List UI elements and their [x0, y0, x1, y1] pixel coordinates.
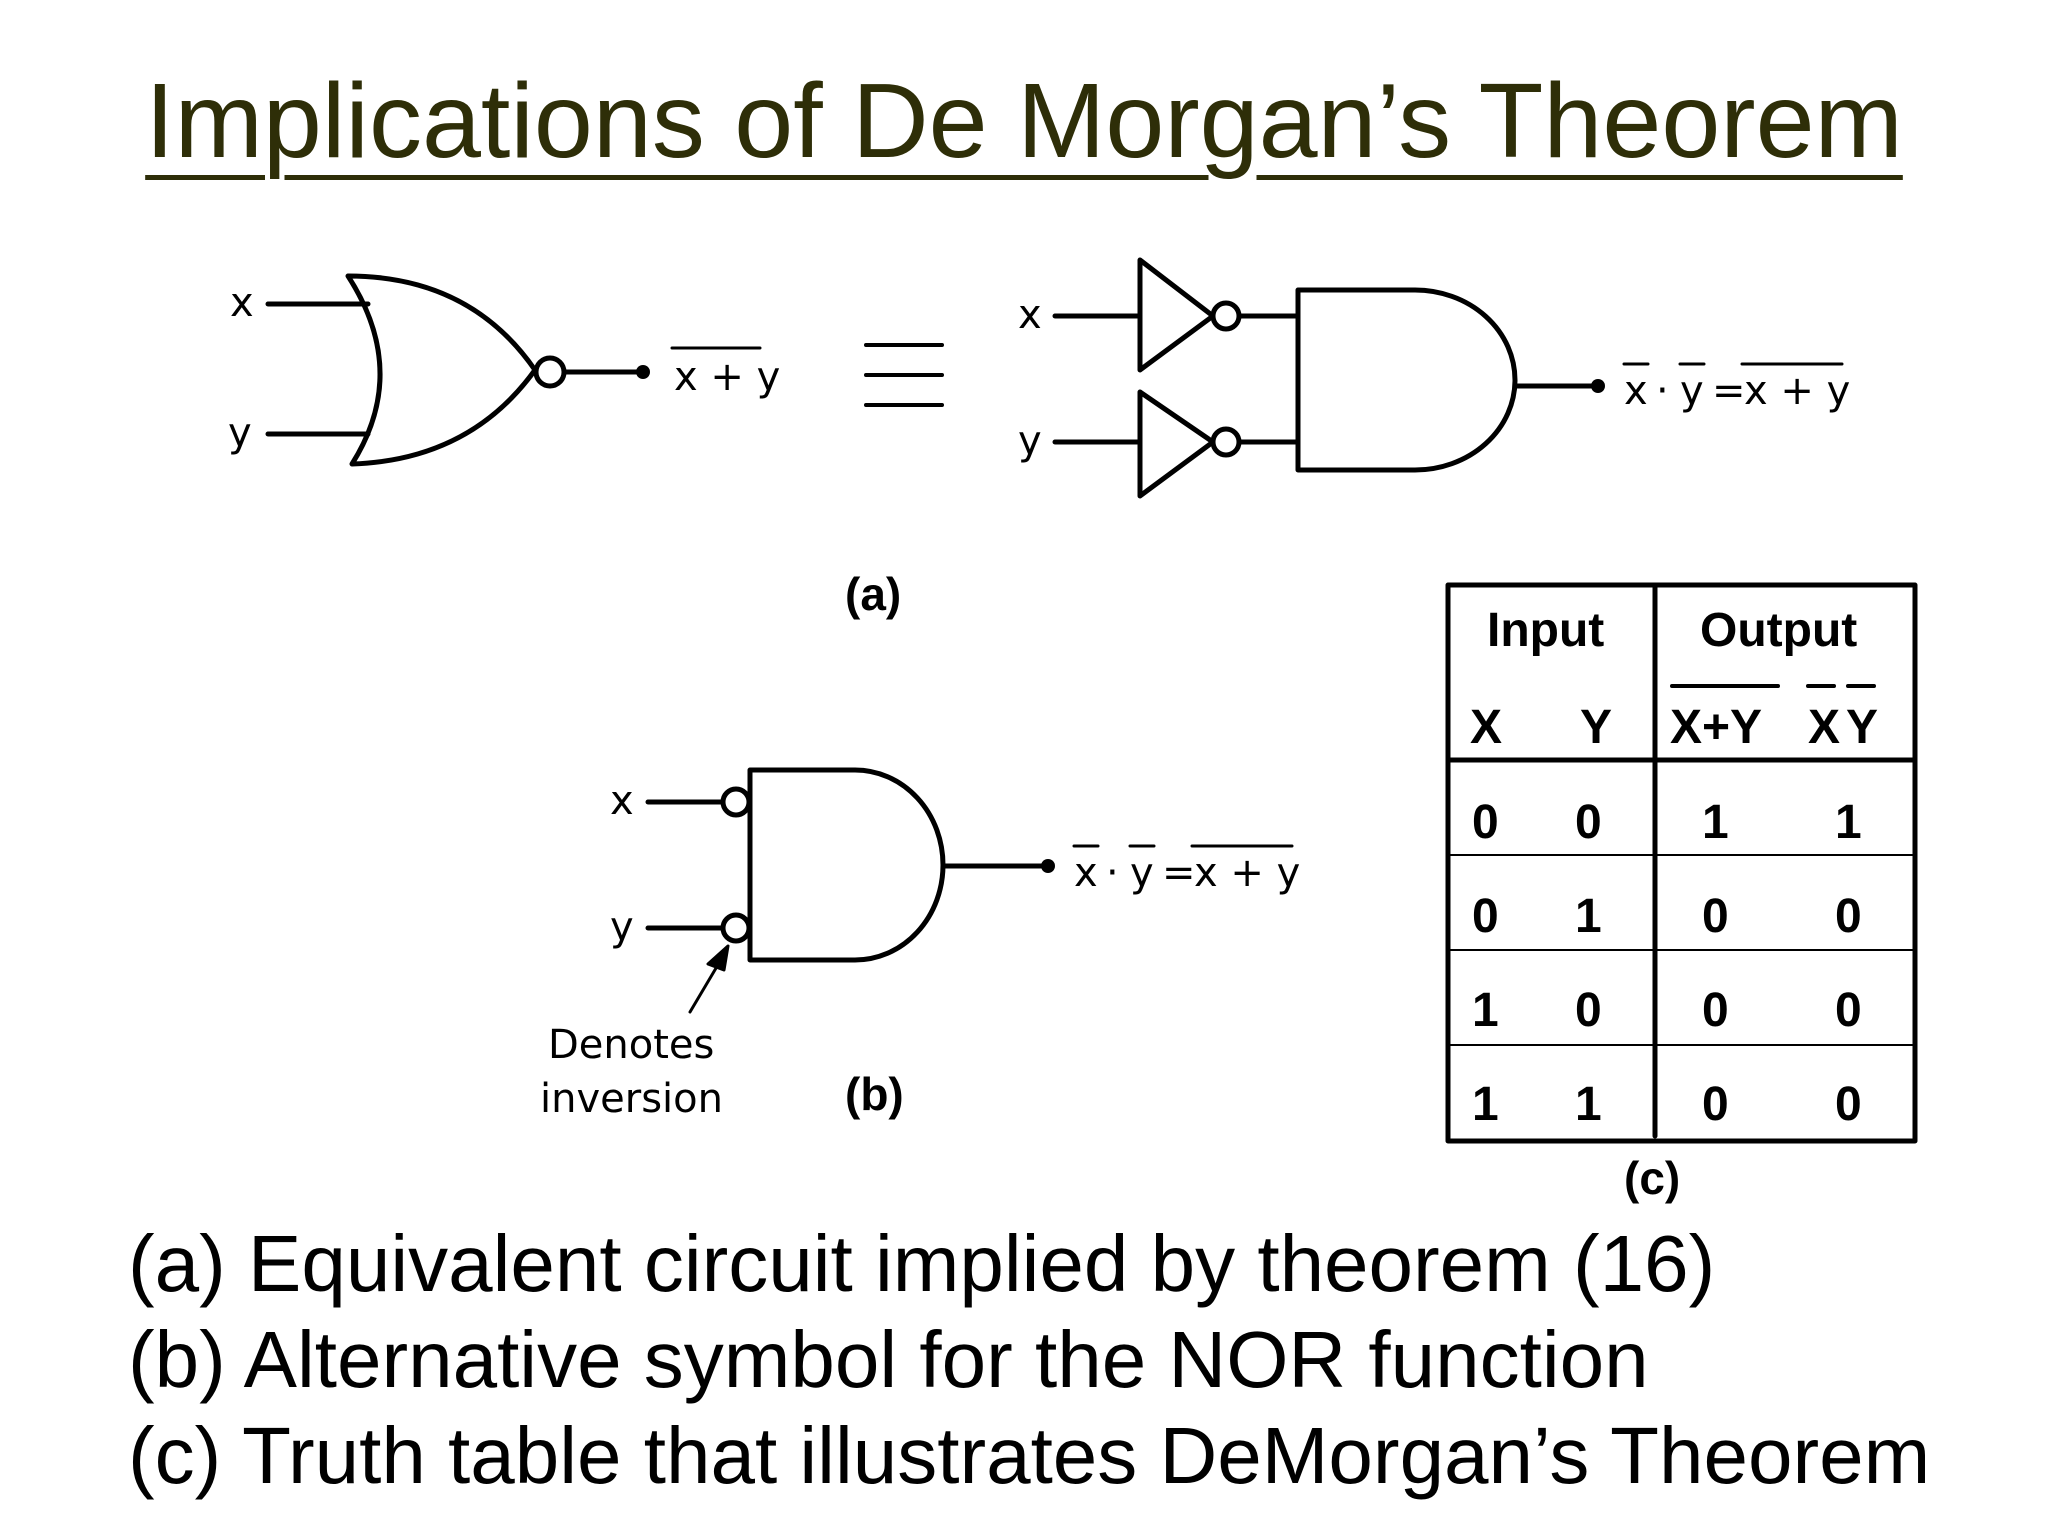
- caption-list: (a) Equivalent circuit implied by theore…: [128, 1216, 2008, 1504]
- figure-b-label: (b): [845, 1068, 904, 1120]
- tt-cell: 1: [1575, 890, 1602, 943]
- tt-col-nor: X+Y: [1670, 701, 1762, 754]
- tt-header-output: Output: [1700, 604, 1857, 657]
- tt-cell: 0: [1702, 984, 1729, 1037]
- and-output-dot-op: ·: [1656, 368, 1669, 414]
- and-label-y: y: [1018, 418, 1042, 464]
- nor-label-y: y: [228, 410, 252, 456]
- bubbled-and-output-dot: [1041, 859, 1055, 873]
- nor-inversion-bubble: [533, 355, 567, 389]
- nor-output-dot: [636, 365, 650, 379]
- truth-table-frame: [1445, 582, 1918, 1144]
- nor-gate: [265, 273, 643, 467]
- tt-cell: 0: [1575, 796, 1602, 849]
- tt-cell: 0: [1575, 984, 1602, 1037]
- and-output-nor: x + y: [1744, 368, 1850, 414]
- tt-col-y: Y: [1580, 701, 1612, 754]
- caption-b: (b) Alternative symbol for the NOR funct…: [128, 1315, 1649, 1404]
- equivalence-symbol: [864, 343, 944, 407]
- nor-output-expression: x + y: [674, 354, 780, 400]
- bubbled-output-nor: x + y: [1194, 850, 1300, 896]
- annotation-inversion: inversion: [540, 1076, 723, 1122]
- tt-cell: 0: [1835, 1078, 1862, 1131]
- tt-cell: 0: [1835, 890, 1862, 943]
- tt-rows: 0 0 1 1 0 1 0 0 1 0 0 0 1 1 0 0: [1472, 796, 1862, 1131]
- tt-cell: 1: [1702, 796, 1729, 849]
- and-output-y: y: [1680, 368, 1704, 414]
- tt-col-and-y: Y: [1846, 701, 1878, 754]
- caption-c: (c) Truth table that illustrates DeMorga…: [128, 1411, 1931, 1500]
- bubbled-output-x: x: [1074, 850, 1098, 896]
- tt-cell: 1: [1835, 796, 1862, 849]
- bubbled-output-equals: =: [1162, 850, 1196, 896]
- bubbled-label-x: x: [610, 778, 634, 824]
- tt-cell: 0: [1472, 796, 1499, 849]
- tt-col-and-x: X: [1808, 701, 1840, 754]
- and-label-x: x: [1018, 292, 1042, 338]
- tt-cell: 1: [1472, 1078, 1499, 1131]
- bubbled-label-y: y: [610, 904, 634, 950]
- tt-cell: 0: [1835, 984, 1862, 1037]
- tt-cell: 1: [1472, 984, 1499, 1037]
- tt-cell: 0: [1702, 1078, 1729, 1131]
- figure-c-label: (c): [1624, 1152, 1680, 1204]
- and-output-dot: [1591, 379, 1605, 393]
- inverter-x: [1052, 257, 1301, 373]
- inverter-y: [1052, 389, 1301, 499]
- tt-cell: 1: [1575, 1078, 1602, 1131]
- caption-a: (a) Equivalent circuit implied by theore…: [128, 1219, 1716, 1308]
- bubbled-output-y: y: [1130, 850, 1154, 896]
- annotation-denotes: Denotes: [548, 1022, 714, 1068]
- and-output-equals: =: [1712, 368, 1746, 414]
- inversion-arrow: [688, 944, 730, 1014]
- figure-a-label: (a): [845, 568, 901, 620]
- bubbled-and-gate: [645, 767, 1048, 963]
- nor-label-x: x: [230, 280, 254, 326]
- tt-cell: 0: [1702, 890, 1729, 943]
- bubbled-output-dot-op: ·: [1106, 850, 1119, 896]
- and-output-x: x: [1624, 368, 1648, 414]
- tt-col-x: X: [1470, 701, 1502, 754]
- nor-gate-body: [345, 273, 538, 467]
- page-title: Implications of De Morgan’s Theorem: [145, 62, 1903, 180]
- tt-cell: 0: [1472, 890, 1499, 943]
- tt-header-input: Input: [1487, 604, 1604, 657]
- and-gate: [1295, 287, 1598, 473]
